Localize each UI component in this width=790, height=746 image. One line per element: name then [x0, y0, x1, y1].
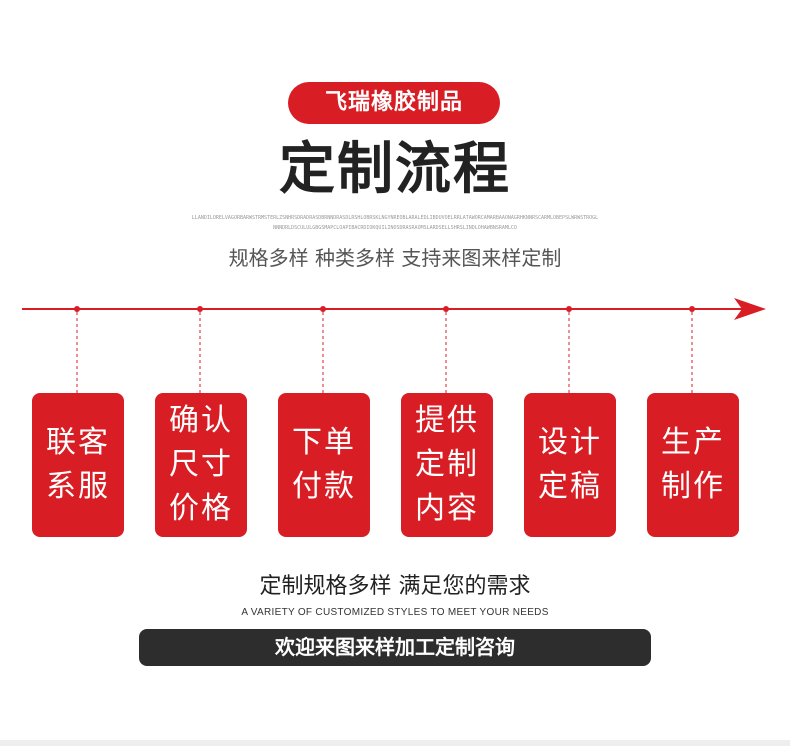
bottom-divider [0, 740, 790, 746]
step-text: 定制 [415, 447, 479, 482]
step-text: 联客 [46, 425, 110, 460]
brand-badge: 飞瑞橡胶制品 [288, 82, 500, 124]
step-card-confirm-size-price: 确认 尺寸 价格 [155, 393, 247, 537]
process-timeline [22, 298, 766, 393]
decorative-small-text-line-1: LLANDILORELVAGORBARWSTRMSTERLZSNHRSDRADR… [191, 215, 599, 221]
step-text: 提供 [415, 403, 479, 438]
timeline-dot [689, 306, 695, 312]
timeline-dot [566, 306, 572, 312]
step-text: 设计 [538, 425, 602, 460]
step-card-contact-service: 联客 系服 [32, 393, 124, 537]
step-text: 确认 [169, 403, 233, 438]
step-card-provide-content: 提供 定制 内容 [401, 393, 493, 537]
step-text: 生产 [661, 425, 725, 460]
timeline-dot [74, 306, 80, 312]
decorative-small-text-line-2: NNNDRLDSCULULGBGSMAPCLOAPIBACRDIOKQUILIN… [273, 225, 517, 231]
step-text: 付款 [292, 469, 356, 504]
timeline-dot [320, 306, 326, 312]
step-text: 制作 [661, 469, 725, 504]
page-title: 定制流程 [279, 137, 511, 202]
step-card-production: 生产 制作 [647, 393, 739, 537]
timeline-dot [197, 306, 203, 312]
timeline-dot [443, 306, 449, 312]
step-text: 价格 [169, 491, 233, 526]
step-text: 下单 [292, 425, 356, 460]
step-text: 系服 [46, 469, 110, 504]
step-card-order-payment: 下单 付款 [278, 393, 370, 537]
arrow-head-icon [734, 298, 766, 320]
slogan: 定制规格多样 满足您的需求 [259, 574, 531, 599]
step-text: 尺寸 [169, 447, 233, 482]
subtitle: 规格多样 种类多样 支持来图来样定制 [228, 246, 562, 270]
step-text: 定稿 [538, 469, 602, 504]
step-card-design-finalize: 设计 定稿 [524, 393, 616, 537]
consult-banner: 欢迎来图来样加工定制咨询 [139, 629, 651, 666]
slogan-english: A VARIETY OF CUSTOMIZED STYLES TO MEET Y… [241, 607, 549, 618]
step-text: 内容 [415, 491, 479, 526]
